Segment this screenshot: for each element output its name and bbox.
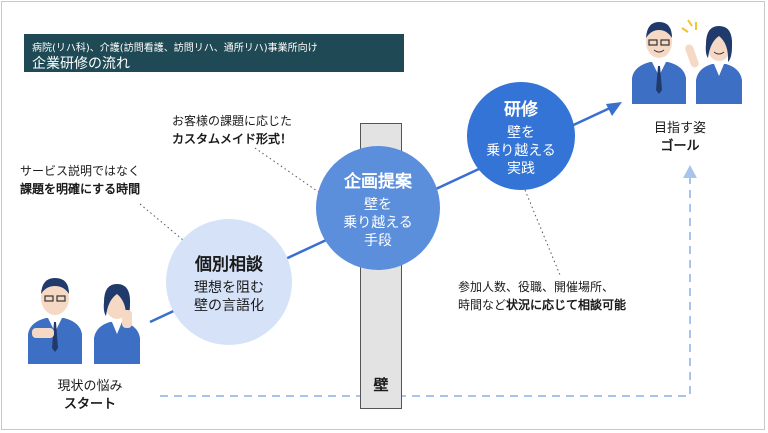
goal-label: 目指す姿 ゴール bbox=[640, 120, 720, 156]
start-text: 現状の悩み bbox=[57, 379, 123, 394]
step-consultation: 個別相談 理想を阻む 壁の言語化 bbox=[166, 219, 292, 345]
step-training: 研修 壁を 乗り越える 実践 bbox=[467, 82, 575, 190]
leader-training bbox=[524, 189, 561, 276]
worried-man-icon bbox=[28, 278, 82, 364]
step-proposal: 企画提案 壁を 乗り越える 手段 bbox=[316, 146, 440, 270]
note-training: 参加人数、役職、開催場所、 時間など状況に応じて相談可能 bbox=[458, 278, 626, 314]
happy-people-illustration bbox=[632, 19, 742, 104]
progress-arrowhead bbox=[606, 102, 622, 116]
note-consult-line1: サービス説明ではなく bbox=[20, 164, 141, 178]
step-proposal-title: 企画提案 bbox=[344, 171, 412, 192]
step-proposal-line3: 手段 bbox=[364, 232, 392, 249]
step-training-line1: 壁を bbox=[507, 124, 535, 141]
header-banner: 病院(リハ科)、介護(訪問看護、訪問リハ、通所リハ)事業所向け 企業研修の流れ bbox=[24, 34, 404, 72]
step-proposal-line2: 乗り越える bbox=[343, 214, 413, 231]
note-proposal-line2: カスタムメイド形式！ bbox=[172, 132, 293, 146]
goal-text: 目指す姿 bbox=[653, 121, 706, 136]
note-proposal-line1: お客様の課題に応じた bbox=[172, 114, 293, 128]
step-training-line2: 乗り越える bbox=[486, 142, 556, 159]
happy-woman-icon bbox=[685, 26, 742, 104]
step-consultation-line2: 壁の言語化 bbox=[194, 297, 264, 314]
banner-title: 企業研修の流れ bbox=[32, 56, 130, 72]
step-proposal-line1: 壁を bbox=[364, 196, 392, 213]
note-proposal: お客様の課題に応じた カスタムメイド形式！ bbox=[172, 112, 292, 148]
note-training-line1: 参加人数、役職、開催場所、 bbox=[458, 280, 615, 294]
note-training-line2: 時間など bbox=[458, 298, 507, 312]
dashed-arrowhead bbox=[683, 165, 697, 178]
banner-subtitle: 病院(リハ科)、介護(訪問看護、訪問リハ、通所リハ)事業所向け bbox=[32, 43, 318, 54]
dashed-path bbox=[160, 175, 691, 397]
wall-label: 壁 bbox=[373, 376, 389, 394]
note-training-line2-bold: 状況に応じて相談可能 bbox=[506, 298, 627, 312]
start-bold: スタート bbox=[63, 397, 116, 412]
happy-man-icon bbox=[632, 22, 686, 104]
goal-bold: ゴール bbox=[660, 139, 700, 154]
step-consultation-line1: 理想を阻む bbox=[194, 279, 264, 296]
start-label: 現状の悩み スタート bbox=[40, 378, 140, 414]
worried-woman-icon bbox=[94, 284, 140, 364]
step-consultation-title: 個別相談 bbox=[195, 254, 263, 275]
step-training-line3: 実践 bbox=[507, 160, 535, 177]
note-consult-line2: 課題を明確にする時間 bbox=[20, 182, 141, 196]
step-training-title: 研修 bbox=[504, 99, 538, 120]
leader-proposal bbox=[254, 147, 331, 201]
note-consult: サービス説明ではなく 課題を明確にする時間 bbox=[20, 162, 140, 198]
worried-people-illustration bbox=[28, 278, 140, 364]
sparkle-icon bbox=[681, 19, 697, 33]
